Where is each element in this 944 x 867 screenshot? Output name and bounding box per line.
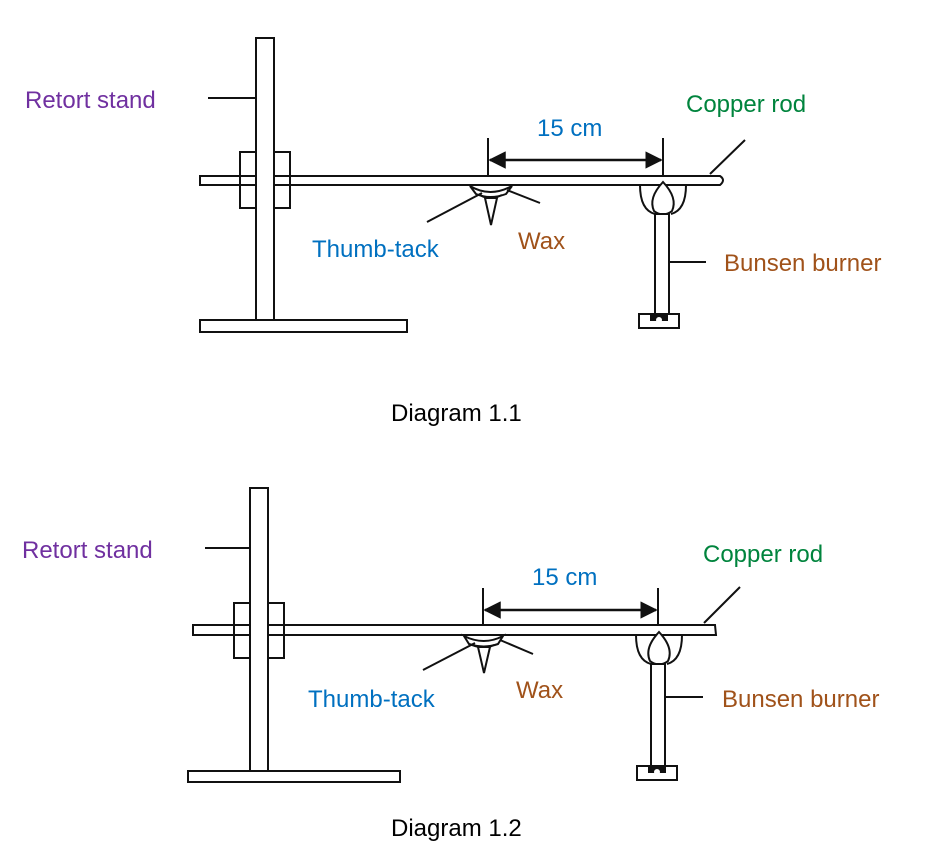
clamp-boss-right-2	[267, 602, 285, 659]
tack-pin-1	[483, 197, 499, 226]
label-retort-stand: Retort stand	[25, 87, 156, 114]
label-distance: 15 cm	[537, 115, 602, 142]
leader-wax-1	[506, 189, 541, 204]
bunsen-burner-1	[638, 180, 687, 329]
flame-1	[651, 180, 675, 216]
leader-thumb-tack-2	[422, 642, 476, 671]
burner-cup-right-1	[670, 184, 687, 215]
clamp-boss-right-1	[273, 151, 291, 209]
retort-stand-base-1	[199, 319, 408, 333]
leader-copper-rod-1	[709, 139, 746, 175]
burner-cup-left-1	[639, 184, 656, 215]
label-thumb-tack: Thumb-tack	[308, 686, 436, 713]
leader-copper-rod-2	[703, 586, 741, 624]
caption: Diagram 1.1	[391, 400, 522, 427]
label-bunsen-burner: Bunsen burner	[724, 250, 881, 277]
leader-thumb-tack-1	[426, 192, 483, 223]
label-distance: 15 cm	[532, 564, 597, 591]
label-copper-rod: Copper rod	[686, 91, 806, 118]
label-copper-rod: Copper rod	[703, 541, 823, 568]
thumb-tack-wax-2	[461, 633, 506, 674]
burner-tube-2	[650, 663, 666, 767]
burner-cup-right-2	[666, 634, 683, 665]
burner-tube-1	[654, 213, 670, 315]
retort-stand-base-2	[187, 770, 401, 783]
thumb-tack-wax-1	[469, 185, 513, 226]
burner-valve-hole-2	[654, 769, 660, 775]
tack-pin-2	[476, 646, 492, 674]
diagram-1-1: Retort stand Copper rod 15 cm Thumb-tack…	[25, 37, 881, 427]
label-wax: Wax	[516, 677, 563, 704]
retort-stand-pole-2	[249, 487, 269, 772]
bunsen-burner-2	[635, 630, 683, 781]
copper-rod-1	[199, 175, 724, 186]
copper-rod-2	[192, 624, 718, 636]
label-retort-stand: Retort stand	[22, 537, 153, 564]
label-thumb-tack: Thumb-tack	[312, 236, 440, 263]
leader-wax-2	[499, 639, 534, 655]
retort-stand-pole-1	[255, 37, 275, 321]
caption: Diagram 1.2	[391, 815, 522, 842]
diagram-1-2: Retort stand Copper rod 15 cm Thumb-tack…	[22, 487, 879, 842]
burner-cup-left-2	[635, 634, 652, 665]
clamp-boss-left-2	[233, 602, 251, 659]
clamp-boss-left-1	[239, 151, 257, 209]
flame-2	[647, 630, 671, 666]
label-bunsen-burner: Bunsen burner	[722, 686, 879, 713]
burner-valve-hole-1	[656, 317, 662, 323]
label-wax: Wax	[518, 228, 565, 255]
